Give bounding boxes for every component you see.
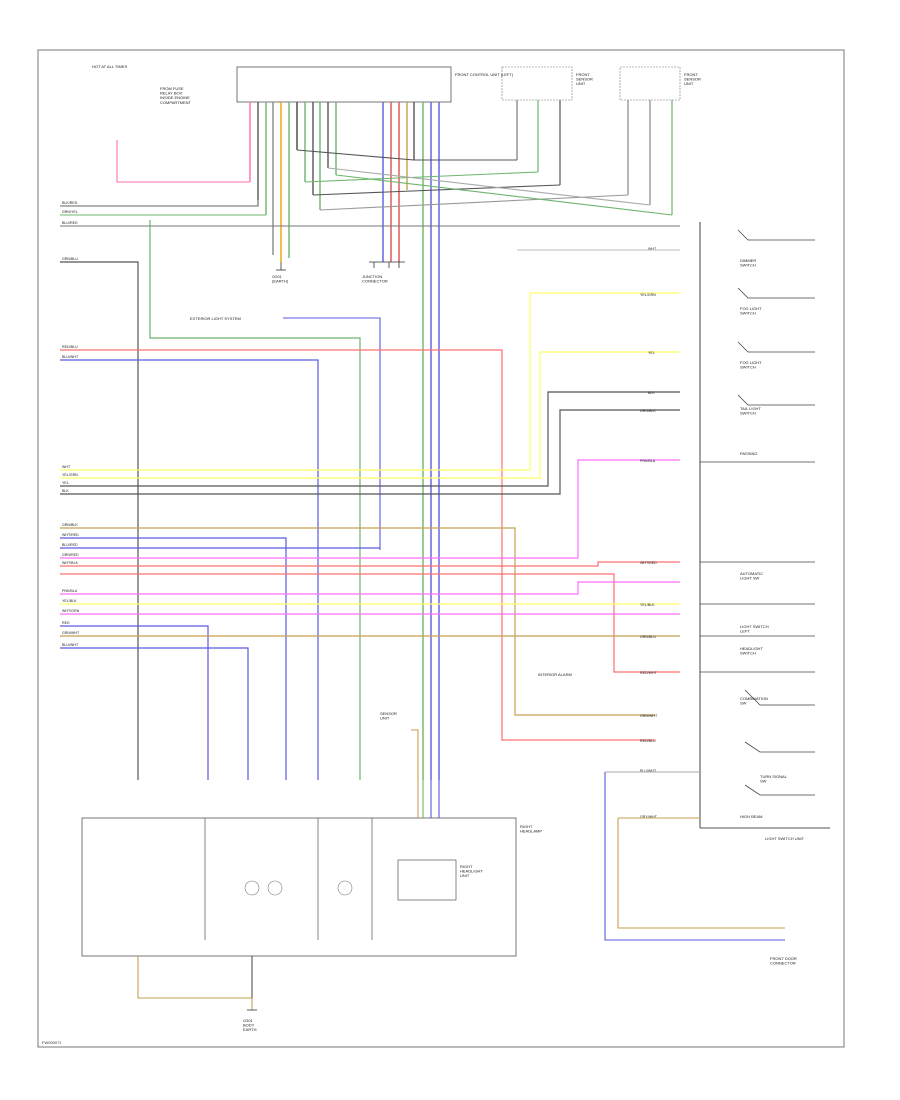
lamp-bulb-icons	[244, 880, 353, 896]
footer-code: FW000071	[42, 1040, 62, 1045]
svg-text:PNK/BLU: PNK/BLU	[62, 589, 78, 593]
svg-text:YEL/GRN: YEL/GRN	[640, 293, 656, 297]
svg-text:BLK: BLK	[62, 489, 69, 493]
svg-text:GRN/WHT: GRN/WHT	[62, 631, 80, 635]
svg-text:WHT/RED: WHT/RED	[62, 533, 79, 537]
left-bundle-wires	[60, 220, 680, 780]
svg-text:WHT/GRN: WHT/GRN	[62, 609, 80, 613]
svg-text:PNK/BLU: PNK/BLU	[640, 459, 656, 463]
left-wire-labels: BLK/RED GRN/YEL BLU/RED GRN/BLU RED/BLU …	[62, 201, 80, 647]
front-sensor-box-2	[619, 66, 681, 101]
svg-text:YEL/BLK: YEL/BLK	[640, 603, 655, 607]
svg-text:YEL: YEL	[62, 481, 69, 485]
svg-text:BLU/RED: BLU/RED	[62, 221, 78, 225]
sensor-wire-1	[617, 818, 785, 929]
front-control-unit-label: FRONT CONTROL UNIT (LEFT)	[455, 72, 514, 77]
svg-text:BLK/RED: BLK/RED	[62, 201, 78, 205]
exterior-light-system-label: EXTERIOR LIGHT SYSTEM	[190, 316, 241, 321]
svg-text:WHT/BLK: WHT/BLK	[62, 561, 79, 565]
lamp-inner-module	[397, 859, 457, 901]
svg-text:YEL: YEL	[648, 351, 655, 355]
diagram-frame	[37, 49, 845, 1048]
svg-text:GRN/BLK: GRN/BLK	[640, 409, 656, 413]
svg-text:BLU/WHT: BLU/WHT	[640, 769, 657, 773]
ground-a-symbol	[276, 262, 286, 271]
exterior-light-wire	[283, 317, 381, 550]
svg-text:YEL/GRN: YEL/GRN	[62, 473, 78, 477]
front-control-unit-box	[236, 66, 452, 103]
svg-text:GRN/BLU: GRN/BLU	[640, 635, 656, 639]
svg-text:BLK: BLK	[648, 391, 655, 395]
hazard-note: INTERIOR ALARM	[538, 672, 572, 677]
svg-text:RED/BLU: RED/BLU	[62, 345, 78, 349]
svg-text:GRN/YEL: GRN/YEL	[62, 210, 78, 214]
lamp-ground-wire	[137, 956, 253, 1010]
svg-text:RED/BLU: RED/BLU	[640, 739, 656, 743]
lamp-unit-box	[81, 817, 517, 957]
right-wire-stubs	[517, 249, 700, 819]
svg-text:RED: RED	[62, 621, 70, 625]
light-switch-unit-label: LIGHT SWITCH UNIT	[765, 836, 805, 841]
lamp-unit-dividers	[204, 818, 373, 940]
lamp-pins	[411, 729, 440, 818]
svg-text:PASSING: PASSING	[740, 451, 758, 456]
control-unit-pins	[249, 102, 440, 780]
svg-text:WHT/RED: WHT/RED	[640, 561, 657, 565]
switch-contacts	[700, 229, 815, 796]
top-left-note: HOT AT ALL TIMES	[92, 64, 127, 69]
svg-text:RED/WHT: RED/WHT	[640, 671, 658, 675]
sensor-pins	[516, 100, 673, 215]
svg-text:GRN/BLU: GRN/BLU	[62, 257, 78, 261]
svg-text:WHT: WHT	[62, 465, 71, 469]
svg-text:BLU/WHT: BLU/WHT	[62, 355, 79, 359]
ground-b-symbol	[369, 261, 405, 268]
svg-text:GRY/WHT: GRY/WHT	[640, 815, 658, 819]
svg-text:HIGH BEAM: HIGH BEAM	[740, 814, 762, 819]
right-wire-labels: WHT YEL/GRN YEL BLK GRN/BLK PNK/BLU WHT/…	[640, 247, 658, 819]
svg-text:GRN/BLK: GRN/BLK	[62, 523, 78, 527]
front-sensor-box-1	[501, 66, 573, 101]
svg-text:GRN/WHT: GRN/WHT	[640, 714, 658, 718]
svg-text:YEL/BLK: YEL/BLK	[62, 599, 77, 603]
ground-a-label: G201(EARTH)	[272, 274, 289, 284]
sensor-wire-2	[604, 772, 785, 941]
top-bus-wires	[60, 140, 680, 227]
svg-text:BLU/RED: BLU/RED	[62, 543, 78, 547]
svg-text:WHT: WHT	[648, 247, 657, 251]
svg-text:GRN/RED: GRN/RED	[62, 553, 79, 557]
svg-text:BLU/WHT: BLU/WHT	[62, 643, 79, 647]
